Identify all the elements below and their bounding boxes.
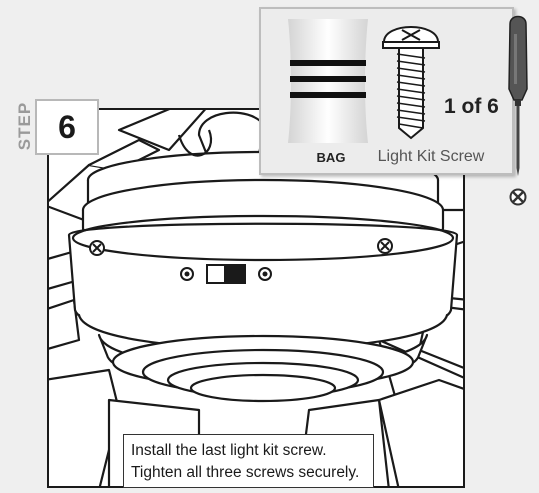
instruction-line-1: Install the last light kit screw.: [131, 442, 327, 459]
step-word-label: STEP: [15, 101, 34, 151]
instruction-caption: Install the last light kit screw. Tighte…: [123, 434, 374, 488]
hardware-bag-icon: [288, 19, 368, 143]
step-number: 6: [35, 99, 99, 155]
screw-count: 1 of 6: [444, 95, 499, 118]
fan-motor-housing-drawing: [49, 110, 463, 486]
bag-label: BAG: [316, 150, 346, 165]
light-kit-screw-icon: [382, 26, 440, 140]
instruction-line-2: Tighten all three screws securely.: [131, 464, 360, 481]
screw-name-label: Light Kit Screw: [377, 148, 485, 165]
phillips-screwdriver-icon: [508, 15, 528, 206]
